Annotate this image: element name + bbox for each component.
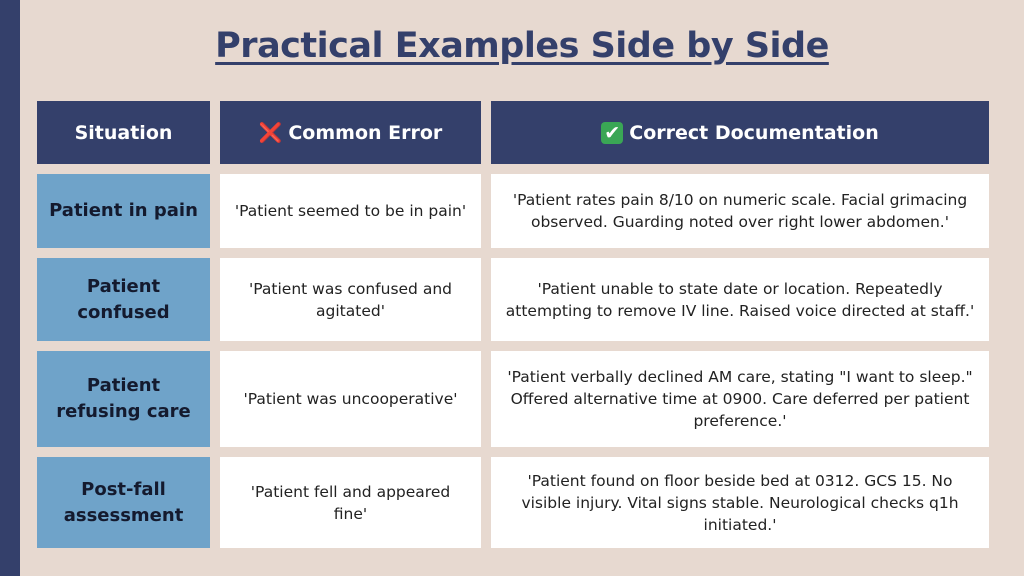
header-situation-label: Situation [74,121,173,144]
situation-cell: Patient refusing care [37,351,210,447]
header-correct-documentation: ✔ Correct Documentation [491,101,989,164]
common-error-cell: 'Patient fell and appeared fine' [220,457,481,548]
header-common-error-label: Common Error [288,121,443,144]
correct-documentation-cell: 'Patient verbally declined AM care, stat… [491,351,989,447]
situation-cell: Patient in pain [37,174,210,248]
page-title: Practical Examples Side by Side [215,26,829,66]
common-error-cell: 'Patient was confused and agitated' [220,258,481,341]
check-mark-icon: ✔ [601,121,624,144]
common-error-cell: 'Patient seemed to be in pain' [220,174,481,248]
comparison-table: Situation ❌ Common Error ✔ Correct Docum… [37,101,989,548]
correct-documentation-cell: 'Patient unable to state date or locatio… [491,258,989,341]
header-correct-documentation-label: Correct Documentation [629,121,879,144]
correct-documentation-cell: 'Patient found on floor beside bed at 03… [491,457,989,548]
situation-cell: Post-fall assessment [37,457,210,548]
left-accent-bar [0,0,20,576]
header-common-error: ❌ Common Error [220,101,481,164]
correct-documentation-cell: 'Patient rates pain 8/10 on numeric scal… [491,174,989,248]
situation-cell: Patient confused [37,258,210,341]
cross-mark-icon: ❌ [258,122,283,144]
header-situation: Situation [37,101,210,164]
common-error-cell: 'Patient was uncooperative' [220,351,481,447]
